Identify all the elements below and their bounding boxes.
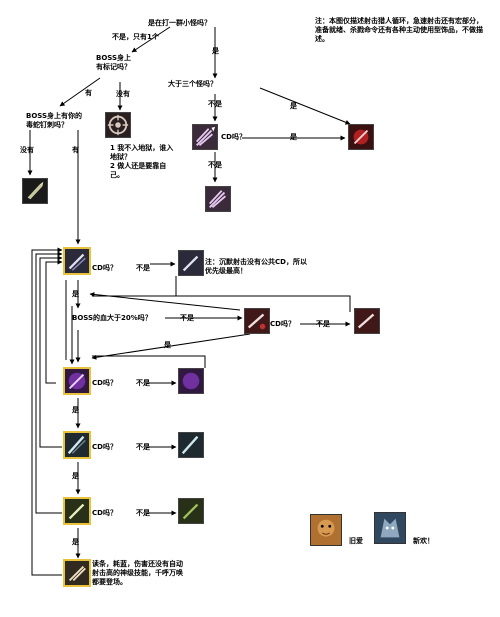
chimera-shot-icon — [63, 367, 91, 395]
serpent-sting-icon — [22, 178, 48, 204]
cd-q-5: CD吗？ — [92, 509, 117, 517]
edge-group-no — [131, 26, 171, 53]
question-group: 是在打一群小怪吗？ — [148, 19, 211, 27]
label-yes-3: 是 — [290, 133, 297, 141]
loop-hp — [92, 295, 351, 312]
loop-left4 — [31, 247, 63, 576]
final-note: 读条，耗蓝，伤害还没有自动射击高的神级技能，千呼万唤都要登场。 — [92, 560, 183, 586]
cd-q-2: CD吗？ — [270, 320, 295, 328]
multi-shot-icon — [192, 124, 218, 150]
label-not-8: 不是 — [136, 509, 150, 517]
edge-hp-back — [89, 291, 241, 311]
multi-shot-icon-2 — [205, 186, 231, 212]
label-only-one: 不是，只有1个 — [112, 33, 159, 41]
label-yes-7: 是 — [72, 472, 79, 480]
label-yes-6: 是 — [72, 406, 79, 414]
label-not-2: 不是 — [208, 161, 222, 169]
label-has-2: 有 — [72, 146, 79, 154]
cd-q-1: CD吗？ — [92, 264, 117, 272]
loop-left1 — [45, 259, 63, 384]
question-sting: BOSS身上有你的毒蛇钉刺吗？ — [26, 112, 83, 129]
label-yes-4: 是 — [72, 290, 79, 298]
label-has-1: 有 — [85, 89, 92, 97]
label-new-love: 新欢！ — [413, 537, 434, 545]
label-yes-1: 是 — [212, 47, 219, 55]
cd-q-3: CD吗？ — [92, 379, 117, 387]
wolf-pet-portrait — [374, 512, 406, 544]
kill-shot-icon-2 — [354, 308, 380, 334]
label-no-1: 没有 — [116, 90, 130, 98]
label-yes-8: 是 — [72, 538, 79, 546]
label-old-love: 旧爱 — [349, 537, 363, 545]
label-not-7: 不是 — [136, 443, 150, 451]
loop-cd3 — [92, 355, 206, 368]
volley-icon — [348, 124, 374, 150]
label-not-6: 不是 — [136, 379, 150, 387]
question-three: 大于三个怪吗？ — [168, 80, 217, 88]
chimera-shot-icon-2 — [178, 368, 204, 394]
loop-cd1 — [140, 276, 177, 297]
label-not-1: 不是 — [208, 100, 222, 108]
question-boss-hp: BOSS的血大于20%吗？ — [72, 314, 152, 322]
note-silence: 注：沉默射击没有公共CD，所以优先级最高！ — [205, 258, 307, 275]
label-yes-5: 是 — [164, 341, 171, 349]
silencing-shot-icon-2 — [178, 250, 204, 276]
arcane-shot-icon-2 — [178, 498, 204, 524]
label-not-5: 不是 — [316, 320, 330, 328]
label-not-3: 不是 — [136, 264, 150, 272]
edge-mark-has — [59, 77, 101, 107]
note-top: 注：本图仅描述射击猎人循环，急速射击还有宏部分，准备就绪、杀戮命令还有各种主动使… — [315, 17, 483, 43]
question-boss-mark: BOSS身上有标记吗？ — [96, 54, 132, 71]
cd-q-4: CD吗？ — [92, 443, 117, 451]
label-not-4: 不是 — [180, 314, 194, 322]
hunters-mark-icon — [105, 112, 131, 138]
silencing-shot-icon — [63, 247, 91, 275]
cd-q-top: CD吗？ — [221, 133, 246, 141]
loop-left3 — [35, 251, 63, 514]
kill-shot-icon — [244, 308, 270, 334]
steady-shot-icon — [63, 559, 91, 587]
label-no-2: 没有 — [20, 146, 34, 154]
edge-cd2-yes — [91, 333, 251, 360]
edge-three-yes — [259, 87, 351, 125]
mark-note: 1 我不入地狱，谁入地狱？ 2 做人还是要靠自己。 — [110, 144, 174, 179]
arcane-shot-icon — [63, 497, 91, 525]
aimed-shot-icon-2 — [178, 432, 204, 458]
label-yes-2: 是 — [290, 102, 297, 110]
lion-pet-portrait — [310, 514, 342, 546]
aimed-shot-icon — [63, 431, 91, 459]
loop-left2 — [39, 255, 63, 448]
